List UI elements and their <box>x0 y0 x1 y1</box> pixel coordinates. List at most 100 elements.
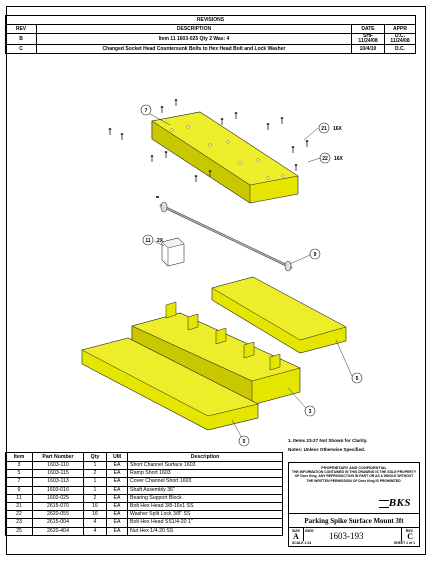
parts-number-cell: 1603-025 <box>32 493 84 503</box>
parts-qty-cell: 16 <box>83 510 107 520</box>
parts-qty-cell: 1 <box>83 460 107 471</box>
parts-item-cell: 3 <box>5 460 33 471</box>
svg-text:5: 5 <box>356 376 359 382</box>
parts-item-cell: 25 <box>5 526 33 536</box>
parts-number-cell: 2620-404 <box>32 526 84 536</box>
svg-text:11: 11 <box>145 238 151 244</box>
scale-label: SCALE 1:24 <box>292 541 312 545</box>
parts-number-cell: 1603-110 <box>32 460 84 471</box>
rev-appr-cell: D.C. 11/24/08 <box>384 33 416 45</box>
parts-qty-cell: 1 <box>83 477 107 487</box>
rev-date-cell: SHF 11/24/08 <box>351 33 385 45</box>
revisions-title: REVISIONS <box>5 15 416 25</box>
notes-heading: Notes: Unless Otherwise Specified. <box>288 447 366 452</box>
part-number-header: Part Number <box>32 452 84 462</box>
parts-qty-cell: 4 <box>83 526 107 536</box>
parts-qty-cell: 16 <box>83 501 107 512</box>
rev-header: REV <box>5 24 37 34</box>
parts-description-cell: Shaft Assembly 36" <box>127 485 283 495</box>
parts-um-cell: EA <box>106 485 128 495</box>
parts-um-cell: EA <box>106 510 128 520</box>
parts-item-cell: 22 <box>5 510 33 520</box>
company-logo: BKS <box>388 497 411 509</box>
callout-9: 9 <box>309 248 321 260</box>
parts-um-cell: EA <box>106 493 128 503</box>
rev-cell: C <box>5 44 37 54</box>
proprietary-text: THE INFORMATION CONTAINED IN THIS DRAWIN… <box>291 470 417 483</box>
rev-appr-cell: D.C. <box>384 44 416 54</box>
svg-text:5: 5 <box>243 439 246 445</box>
revision-row: B Item 11 1603-025 Qty 2 Was: 4 SHF 11/2… <box>5 33 416 45</box>
rev-cell: B <box>5 33 37 45</box>
short-channel-surface-part <box>131 301 301 406</box>
um-header: UM <box>106 452 128 462</box>
parts-item-cell: 21 <box>5 501 33 512</box>
parts-um-cell: EA <box>106 460 128 471</box>
parts-qty-cell: 4 <box>83 518 107 528</box>
callout-21: 21 16X <box>318 122 343 134</box>
divider <box>401 527 402 541</box>
cover-channel-part <box>151 111 299 204</box>
parts-number-cell: 1603-016 <box>32 485 84 495</box>
description-header: DESCRIPTION <box>36 24 352 34</box>
parts-item-cell: 9 <box>5 485 33 495</box>
svg-text:21: 21 <box>321 126 327 132</box>
proprietary-heading: PROPRIETARY AND CONFIDENTIAL <box>321 466 387 470</box>
parts-description-cell: Ramp Short 1603 <box>127 469 283 479</box>
revision-row: C Changed Socket Head Countersunk Bolts … <box>5 44 416 54</box>
svg-text:22: 22 <box>322 156 328 162</box>
rev-value: C <box>407 532 413 541</box>
parts-item-cell: 5 <box>5 469 33 479</box>
note-1: 1. Items 23-27 Not Shown for Clarity. <box>288 438 368 443</box>
drawing-number: 1603-193 <box>329 531 364 541</box>
sheet-number: SHEET 1 of 1 <box>393 541 415 545</box>
parts-number-cell: 1603-113 <box>32 477 84 487</box>
rev-description-cell: Changed Socket Head Countersunk Bolts to… <box>36 44 352 54</box>
leader-lines <box>149 113 353 439</box>
svg-text:3: 3 <box>309 409 312 415</box>
divider <box>303 527 304 541</box>
parts-um-cell: EA <box>106 518 128 528</box>
parts-description-cell: Washer Split Lock 3/8" SS <box>127 510 283 520</box>
callout-22: 22 16X <box>319 152 344 164</box>
callout-11: 11 2X <box>142 234 164 246</box>
ramp-short-part <box>211 276 347 354</box>
parts-qty-cell: 2 <box>83 493 107 503</box>
logo-mark <box>379 500 389 508</box>
svg-text:9: 9 <box>314 252 317 258</box>
callout-3: 3 <box>304 405 316 417</box>
rev-label: REV <box>405 529 413 533</box>
callout-5: 5 <box>238 435 250 447</box>
parts-item-cell: 11 <box>5 493 33 503</box>
svg-text:16X: 16X <box>333 126 343 132</box>
parts-qty-cell: 1 <box>83 485 107 495</box>
rev-description-cell: Item 11 1603-025 Qty 2 Was: 4 <box>36 33 352 45</box>
parts-um-cell: EA <box>106 469 128 479</box>
parts-item-cell: 23 <box>5 518 33 528</box>
svg-text:2X: 2X <box>157 238 164 244</box>
parts-description-cell: Bearing Support Block <box>127 493 283 503</box>
parts-description-cell: Cover Channel Short 1603 <box>127 477 283 487</box>
exploded-view: 7 21 16X 22 16X 11 2X 9 5 3 5 <box>81 98 363 447</box>
parts-qty-cell: 2 <box>83 469 107 479</box>
revisions-table: REVISIONS REV DESCRIPTION DATE APPR B It… <box>5 15 416 54</box>
shaft-assembly-part <box>156 196 293 272</box>
parts-description-cell: Nut Hex 1/4-20 SS <box>127 526 283 536</box>
drawing-sheet <box>6 6 426 555</box>
parts-description-cell: Short Channel Surface 1603 <box>127 460 283 471</box>
dwg-label: DWG <box>305 529 314 533</box>
callout-7: 7 <box>140 104 152 116</box>
qty-header: Qty <box>83 452 107 462</box>
parts-number-cell: 1603-115 <box>32 469 84 479</box>
svg-text:7: 7 <box>145 108 148 114</box>
parts-um-cell: EA <box>106 501 128 512</box>
size-label: SIZE <box>292 529 300 533</box>
